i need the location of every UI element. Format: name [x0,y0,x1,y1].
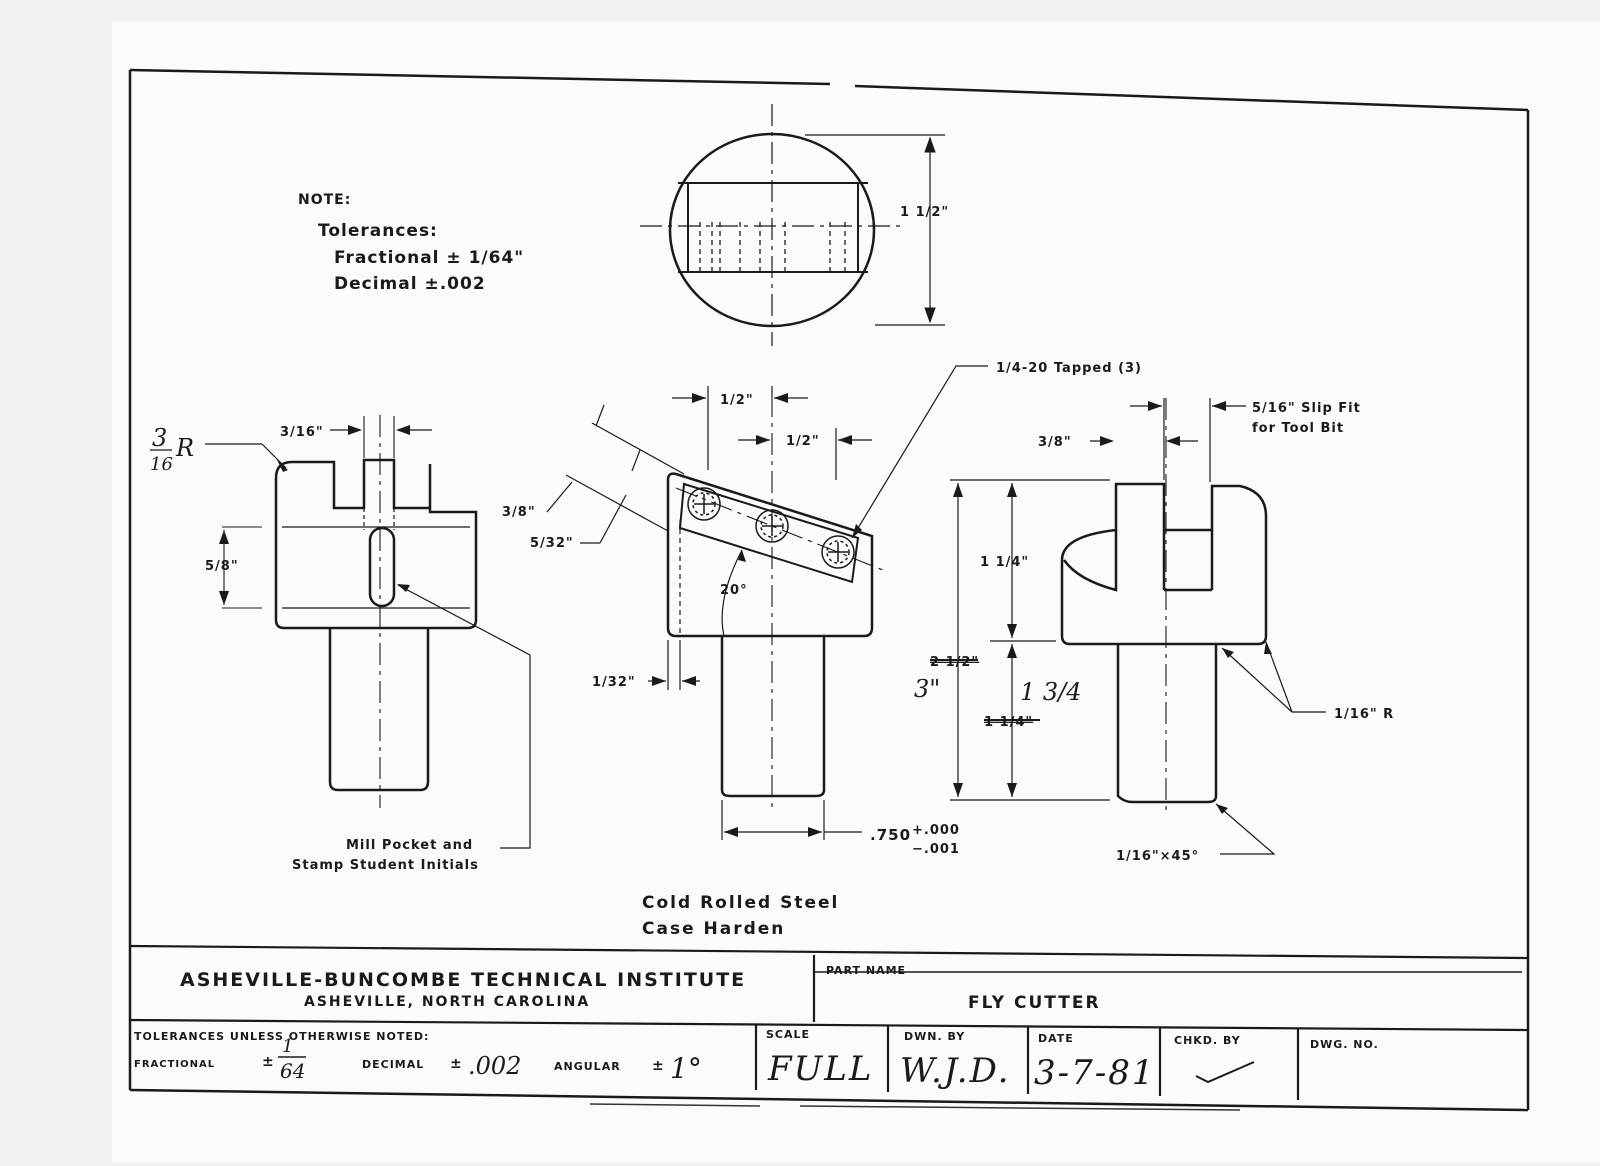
dim-old-lower: 1 1/4" [984,715,1033,730]
dim-new-overall: 3" [914,675,940,703]
check-mark-icon [1195,1061,1255,1084]
note-decimal: Decimal ±.002 [334,274,486,294]
drawing-border [128,68,1530,1112]
dim-right-116R: 1/16" R [1334,707,1394,722]
right-view [1060,398,1268,812]
tb-decimal-label: DECIMAL [362,1058,424,1071]
tb-fractional-label: FRACTIONAL [134,1059,215,1070]
dim-right-114: 1 1/4" [980,555,1029,570]
dim-tol-plus: +.000 [912,823,960,838]
tb-angular-label: ANGULAR [554,1060,621,1073]
note-heading: NOTE: [298,192,351,208]
dim-tapped: 1/4-20 Tapped (3) [996,361,1142,376]
mill-pocket-2: Stamp Student Initials [292,858,479,873]
dim-right-38: 3/8" [1038,435,1072,450]
tb-pm1: ± [262,1054,275,1070]
left-view [222,415,478,808]
tb-pm3: ± [652,1058,665,1074]
dim-top-height: 1 1/2" [900,205,949,220]
mill-pocket-1: Mill Pocket and [346,838,473,853]
dim-right-516-1: 5/16" Slip Fit [1252,401,1361,416]
material-line1: Cold Rolled Steel [642,893,839,913]
dim-532: 5/32" [530,536,574,551]
tb-scale-value: FULL [767,1049,873,1089]
dim-new-lower: 1 3/4 [1020,678,1082,706]
dim-left-58: 5/8" [205,559,239,574]
tb-frac-num: 1 [282,1036,293,1057]
tb-date-label: DATE [1038,1032,1074,1045]
tb-dwn-value: W.J.D. [900,1051,1010,1091]
tb-scale-label: SCALE [766,1028,810,1041]
tb-dwn-label: DWN. BY [904,1030,965,1043]
tb-angular-value: 1° [670,1052,702,1085]
note-fractional: Fractional ± 1/64" [334,248,524,268]
dim-angle: 20° [720,583,748,598]
dim-chamfer: 1/16"×45° [1116,849,1199,864]
dim-half-a: 1/2" [720,393,754,408]
dim-tol-minus: −.001 [912,842,960,857]
dim-old-overall: 2 1/2" [930,655,979,670]
tapped-holes [687,487,855,569]
material-line2: Case Harden [642,919,785,939]
top-view [640,104,945,346]
tb-tol-label: TOLERANCES UNLESS OTHERWISE NOTED: [134,1030,429,1043]
tb-chkd-label: CHKD. BY [1174,1034,1241,1047]
dim-left-316: 3/16" [280,425,324,440]
dim-left-316R-R: R [175,434,194,462]
note-tolerances: Tolerances: [318,221,438,241]
dim-right-516-2: for Tool Bit [1252,421,1344,436]
dim-decimal-dia: .750 [870,826,911,844]
tb-location: ASHEVILLE, NORTH CAROLINA [304,994,590,1010]
tb-part-name-label: PART NAME [826,964,906,977]
dim-left-316R-den: 16 [150,454,173,475]
dim-half-b: 1/2" [786,434,820,449]
tb-frac-den: 64 [280,1059,305,1083]
dim-left-316R-num: 3 [152,424,167,452]
dim-38-mid: 3/8" [502,505,536,520]
tb-dwg-label: DWG. NO. [1310,1038,1379,1051]
tb-part-name: FLY CUTTER [968,993,1101,1013]
tb-pm2: ± [450,1056,463,1072]
tb-date-value: 3-7-81 [1034,1053,1156,1093]
dim-132: 1/32" [592,675,636,690]
tb-institute: ASHEVILLE-BUNCOMBE TECHNICAL INSTITUTE [180,969,746,991]
tb-decimal-value: .002 [468,1052,521,1080]
title-block [129,944,1529,1100]
